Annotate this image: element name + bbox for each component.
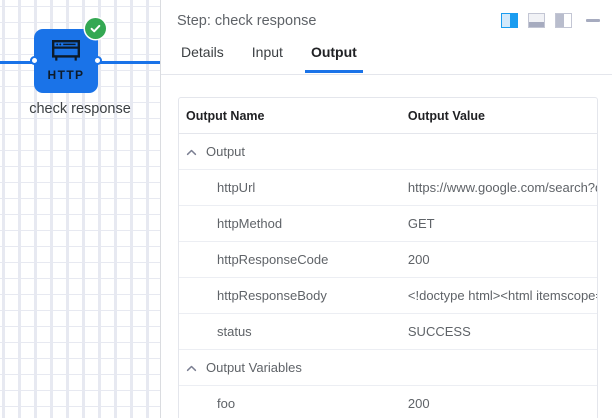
group-value-cell	[407, 349, 597, 386]
tab-input[interactable]: Input	[251, 44, 283, 60]
table-header-row: Output Name Output Value	[179, 98, 597, 134]
row-value-cell: GET	[407, 205, 597, 242]
row-name-cell: httpUrl	[179, 169, 408, 206]
output-table-card: Output Name Output Value	[178, 97, 598, 418]
row-value-text: 200	[407, 396, 430, 411]
output-table: Output Name Output Value	[179, 98, 597, 418]
http-window-icon	[51, 39, 81, 68]
row-value-cell: 200	[408, 386, 597, 418]
column-header-output-name: Output Name	[179, 98, 408, 134]
row-name-cell: httpResponseBody	[179, 277, 408, 314]
panel-tabs: Details Input Output	[161, 41, 612, 75]
panel-left-icon[interactable]	[555, 13, 572, 28]
group-name-cell: Output	[179, 133, 408, 170]
row-value-text: 200	[407, 252, 430, 267]
column-header-output-value: Output Value	[407, 98, 597, 134]
row-value-text: https://www.google.com/search?q=	[407, 180, 597, 195]
row-value-cell: <!doctype html><html itemscope='	[407, 277, 597, 314]
node-icon-group: HTTP	[48, 39, 85, 81]
node-output-port[interactable]	[93, 56, 102, 65]
row-value-cell: https://www.google.com/search?q=	[407, 169, 597, 206]
row-name-cell: foo	[217, 396, 236, 411]
row-value-cell: 200	[407, 241, 597, 278]
panel-header-actions	[501, 13, 600, 28]
table-row[interactable]: httpResponseCode 200	[179, 241, 597, 278]
node-icon-text: HTTP	[47, 68, 85, 82]
chevron-up-icon[interactable]	[186, 146, 197, 157]
row-name-cell: httpMethod	[179, 205, 408, 242]
group-name-cell: Output Variables	[179, 349, 408, 386]
workflow-canvas[interactable]: HTTP check response	[0, 0, 160, 418]
row-value-text: SUCCESS	[407, 324, 471, 339]
panel-right-icon[interactable]	[501, 13, 518, 28]
table-row[interactable]: httpMethod GET	[179, 205, 597, 242]
row-value-text: GET	[407, 216, 435, 231]
step-details-panel: Step: check response Details Input Outpu…	[160, 0, 612, 418]
table-group-row[interactable]: Output	[179, 133, 597, 170]
check-circle-icon	[85, 18, 106, 39]
workflow-node-http[interactable]: HTTP	[34, 29, 98, 93]
node-label: check response	[29, 101, 131, 117]
chevron-up-icon[interactable]	[186, 362, 197, 373]
row-value-cell: SUCCESS	[407, 313, 597, 350]
group-label: Output Variables	[206, 360, 302, 375]
tab-details[interactable]: Details	[181, 44, 224, 60]
row-name-cell: httpResponseCode	[179, 241, 408, 278]
table-row[interactable]: httpResponseBody <!doctype html><html it…	[179, 277, 597, 314]
panel-title: Step: check response	[177, 12, 317, 29]
panel-bottom-icon[interactable]	[528, 13, 545, 28]
row-name-cell: status	[179, 313, 408, 350]
table-row[interactable]: foo 200	[179, 386, 597, 418]
table-group-row[interactable]: Output Variables	[179, 349, 597, 386]
table-row[interactable]: httpUrl https://www.google.com/search?q=	[179, 169, 597, 206]
panel-header: Step: check response	[161, 0, 612, 41]
group-label: Output	[206, 144, 246, 159]
row-value-text: <!doctype html><html itemscope='	[407, 288, 597, 303]
panel-body: Output Name Output Value	[161, 75, 612, 418]
minimize-icon[interactable]	[586, 19, 600, 22]
group-value-cell	[407, 133, 597, 170]
table-row[interactable]: status SUCCESS	[179, 313, 597, 350]
node-input-port[interactable]	[30, 56, 39, 65]
tab-output[interactable]: Output	[297, 41, 371, 73]
